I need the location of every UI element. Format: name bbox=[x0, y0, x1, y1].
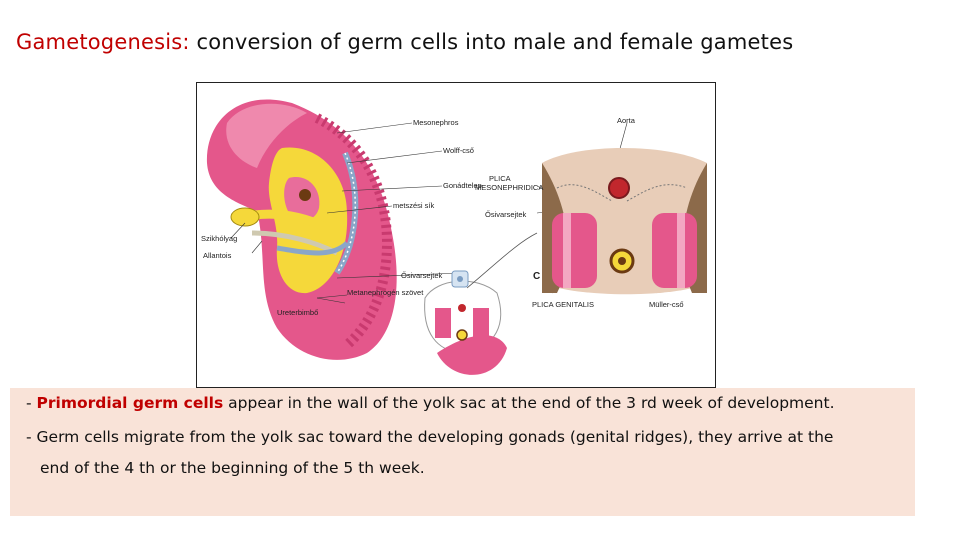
text-line-3: end of the 4 th or the beginning of the … bbox=[40, 459, 425, 477]
label-plica-meso-1: PLICA bbox=[489, 174, 511, 183]
slide-title: Gametogenesis: conversion of germ cells … bbox=[16, 30, 793, 54]
label-szikholyag: Szikhólyag bbox=[201, 234, 237, 243]
label-plica-meso-2: MESONEPHRIDICA bbox=[475, 183, 543, 192]
label-osivarsejtek-2: Ősivarsejtek bbox=[485, 210, 527, 219]
label-allantois: Allantois bbox=[203, 251, 232, 260]
label-mesonephros: Mesonephros bbox=[413, 118, 459, 127]
somite-ridge bbox=[314, 113, 393, 349]
embryo-head-highlight bbox=[226, 103, 307, 168]
yolk-sac bbox=[230, 207, 260, 227]
description-box: - Primordial germ cells appear in the wa… bbox=[10, 388, 915, 516]
cross-section-small bbox=[424, 270, 507, 375]
cross-section-large bbox=[542, 148, 707, 295]
line1-dash: - bbox=[26, 394, 37, 412]
label-wolff: Wolff-cső bbox=[443, 146, 474, 155]
label-plica-genitalis: PLICA GENITALIS bbox=[532, 300, 594, 309]
label-osivarsejtek-1: Ősivarsejtek bbox=[401, 271, 443, 280]
heart-dot bbox=[299, 189, 311, 201]
label-letter-c: C bbox=[533, 271, 540, 282]
label-aorta: Aorta bbox=[617, 116, 636, 125]
line1-rest: appear in the wall of the yolk sac at th… bbox=[223, 394, 835, 412]
label-gonadtelep: Gonádtelep bbox=[443, 181, 482, 190]
text-line-2: - Germ cells migrate from the yolk sac t… bbox=[26, 428, 834, 446]
title-term: Gametogenesis: bbox=[16, 30, 190, 54]
hindgut bbox=[276, 241, 349, 256]
label-muller: Müller-cső bbox=[649, 300, 684, 309]
title-rest: conversion of germ cells into male and f… bbox=[189, 30, 794, 54]
line1-term: Primordial germ cells bbox=[36, 394, 224, 412]
label-metanephrogen: Metanephrogén szövet bbox=[347, 288, 424, 297]
text-line-1: - Primordial germ cells appear in the wa… bbox=[26, 394, 835, 412]
label-ureterbimbo: Ureterbimbő bbox=[277, 308, 318, 317]
embryo-diagram: Mesonephros Wolff-cső Gonádtelep metszés… bbox=[201, 99, 707, 375]
label-metszes: metszési sík bbox=[393, 201, 435, 210]
embryo-illustration: Mesonephros Wolff-cső Gonádtelep metszés… bbox=[196, 82, 716, 388]
section-arrow bbox=[466, 232, 538, 289]
